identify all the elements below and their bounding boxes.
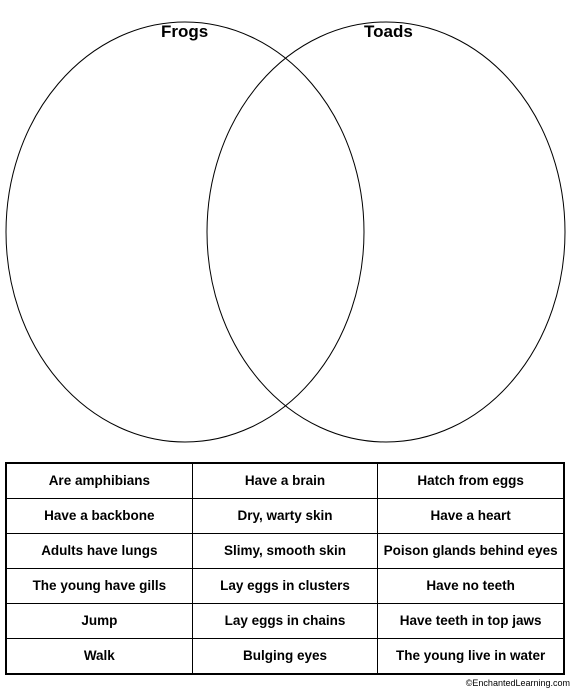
trait-cell: Have no teeth xyxy=(377,568,564,604)
trait-cell: Hatch from eggs xyxy=(377,463,564,499)
trait-cell: Have a heart xyxy=(377,498,564,534)
trait-cell: Poison glands behind eyes xyxy=(377,533,564,569)
trait-cell: Dry, warty skin xyxy=(191,498,379,534)
traits-table: Are amphibians Have a brain Hatch from e… xyxy=(5,462,565,675)
trait-cell: The young have gills xyxy=(6,568,193,604)
trait-cell: Have teeth in top jaws xyxy=(377,603,564,639)
trait-cell: Bulging eyes xyxy=(191,638,379,674)
trait-cell: Jump xyxy=(6,603,193,639)
venn-diagram xyxy=(5,21,566,443)
table-row: Are amphibians Have a brain Hatch from e… xyxy=(6,463,564,499)
toads-circle xyxy=(206,21,566,443)
trait-cell: Lay eggs in chains xyxy=(191,603,379,639)
toads-label: Toads xyxy=(364,22,413,41)
trait-cell: Have a brain xyxy=(191,463,379,499)
table-row: Walk Bulging eyes The young live in wate… xyxy=(6,638,564,674)
table-row: The young have gills Lay eggs in cluster… xyxy=(6,568,564,604)
trait-cell: Adults have lungs xyxy=(6,533,193,569)
copyright-credit: ©EnchantedLearning.com xyxy=(465,678,570,688)
trait-cell: Slimy, smooth skin xyxy=(191,533,379,569)
frogs-circle xyxy=(5,21,365,443)
table-row: Adults have lungs Slimy, smooth skin Poi… xyxy=(6,533,564,569)
frogs-label: Frogs xyxy=(161,22,209,41)
table-row: Jump Lay eggs in chains Have teeth in to… xyxy=(6,603,564,639)
trait-cell: Lay eggs in clusters xyxy=(191,568,379,604)
trait-cell: The young live in water xyxy=(377,638,564,674)
trait-cell: Have a backbone xyxy=(6,498,193,534)
trait-cell: Are amphibians xyxy=(6,463,193,499)
trait-cell: Walk xyxy=(6,638,193,674)
table-row: Have a backbone Dry, warty skin Have a h… xyxy=(6,498,564,534)
